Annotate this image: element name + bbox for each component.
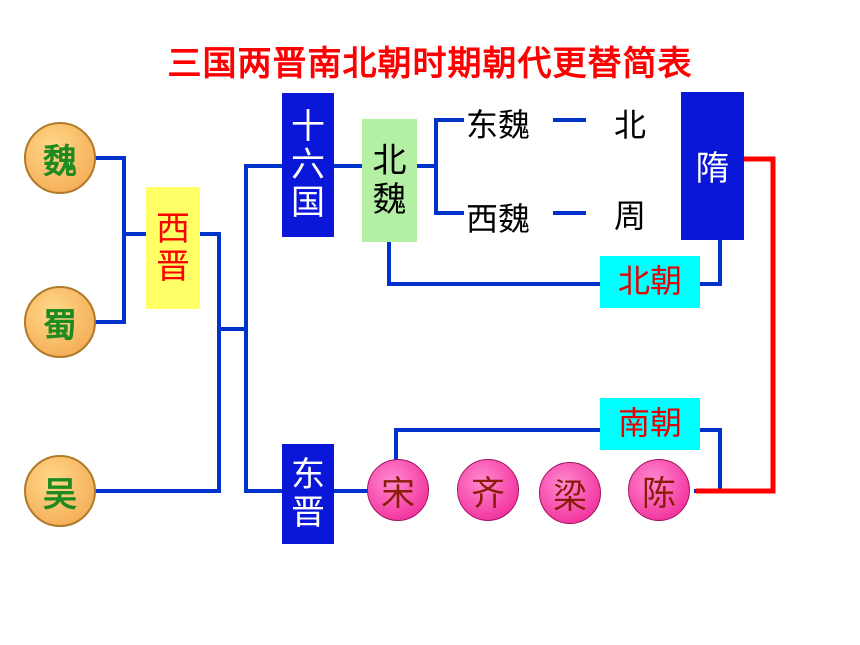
sixteen-kingdoms-box: 十 六 国 xyxy=(282,93,334,237)
sixteen-kingdoms-char-3: 国 xyxy=(291,183,325,224)
connector-northern-dynasties xyxy=(387,240,602,286)
dynasty-qi-label: 齐 xyxy=(471,473,505,514)
title-part-1: 三国两晋南北朝 xyxy=(167,44,413,84)
western-jin-char-1: 西 xyxy=(156,208,190,249)
diagram-title: 三国两晋南北朝时期朝代更替简表 xyxy=(0,36,860,85)
dynasty-song: 宋 xyxy=(367,459,429,521)
eastern-jin-box: 东 晋 xyxy=(282,444,334,544)
southern-dynasties-label: 南朝 xyxy=(617,404,682,443)
connector-western-jin xyxy=(198,232,248,331)
northern-dynasties-box: 北朝 xyxy=(600,256,700,308)
title-part-2: 时期朝代更替简表 xyxy=(412,44,693,84)
dynasty-song-label: 宋 xyxy=(381,473,415,514)
connector-nd-sui xyxy=(698,238,722,286)
kingdom-wei-label: 魏 xyxy=(43,141,77,182)
connector-wu xyxy=(94,327,221,493)
kingdom-shu-label: 蜀 xyxy=(43,305,77,346)
dynasty-liang: 梁 xyxy=(539,462,601,524)
dynasty-chen-label: 陈 xyxy=(642,473,676,514)
western-jin-box: 西 晋 xyxy=(146,187,200,309)
southern-dynasties-box: 南朝 xyxy=(600,398,700,450)
connector-wei-split-2 xyxy=(434,164,464,215)
sui-box: 隋 xyxy=(681,92,744,240)
dynasty-qi: 齐 xyxy=(457,459,519,521)
northern-wei-box: 北 魏 xyxy=(362,119,417,242)
northern-dynasties-label: 北朝 xyxy=(617,262,682,301)
connector-wei xyxy=(94,156,148,236)
kingdom-shu: 蜀 xyxy=(24,286,96,358)
connector-southern-dynasties xyxy=(394,428,602,462)
kingdom-wu: 吴 xyxy=(24,455,96,527)
western-jin-char-2: 晋 xyxy=(156,247,190,287)
northern-wei-char-1: 北 xyxy=(372,141,407,182)
sixteen-kingdoms-char-1: 十 xyxy=(291,106,325,147)
northern-zhou-label: 周 xyxy=(614,197,647,235)
connector-wei-split xyxy=(415,118,464,168)
kingdom-wu-label: 吴 xyxy=(43,474,77,515)
eastern-jin-char-1: 东 xyxy=(291,454,325,495)
western-wei-label: 西魏 xyxy=(466,200,531,238)
sui-label: 隋 xyxy=(695,149,730,189)
connector-shu xyxy=(94,232,126,324)
eastern-jin-char-2: 晋 xyxy=(291,493,325,533)
sixteen-kingdoms-char-2: 六 xyxy=(291,144,325,185)
northern-wei-char-2: 魏 xyxy=(372,179,407,220)
eastern-wei-label: 东魏 xyxy=(466,106,531,144)
kingdom-wei: 魏 xyxy=(24,122,96,194)
northern-qi-label: 北 xyxy=(614,106,647,144)
connector-chen-sui xyxy=(696,156,776,494)
dynasty-chen: 陈 xyxy=(628,459,690,521)
connector-split xyxy=(244,164,284,493)
dynasty-liang-label: 梁 xyxy=(553,476,587,517)
